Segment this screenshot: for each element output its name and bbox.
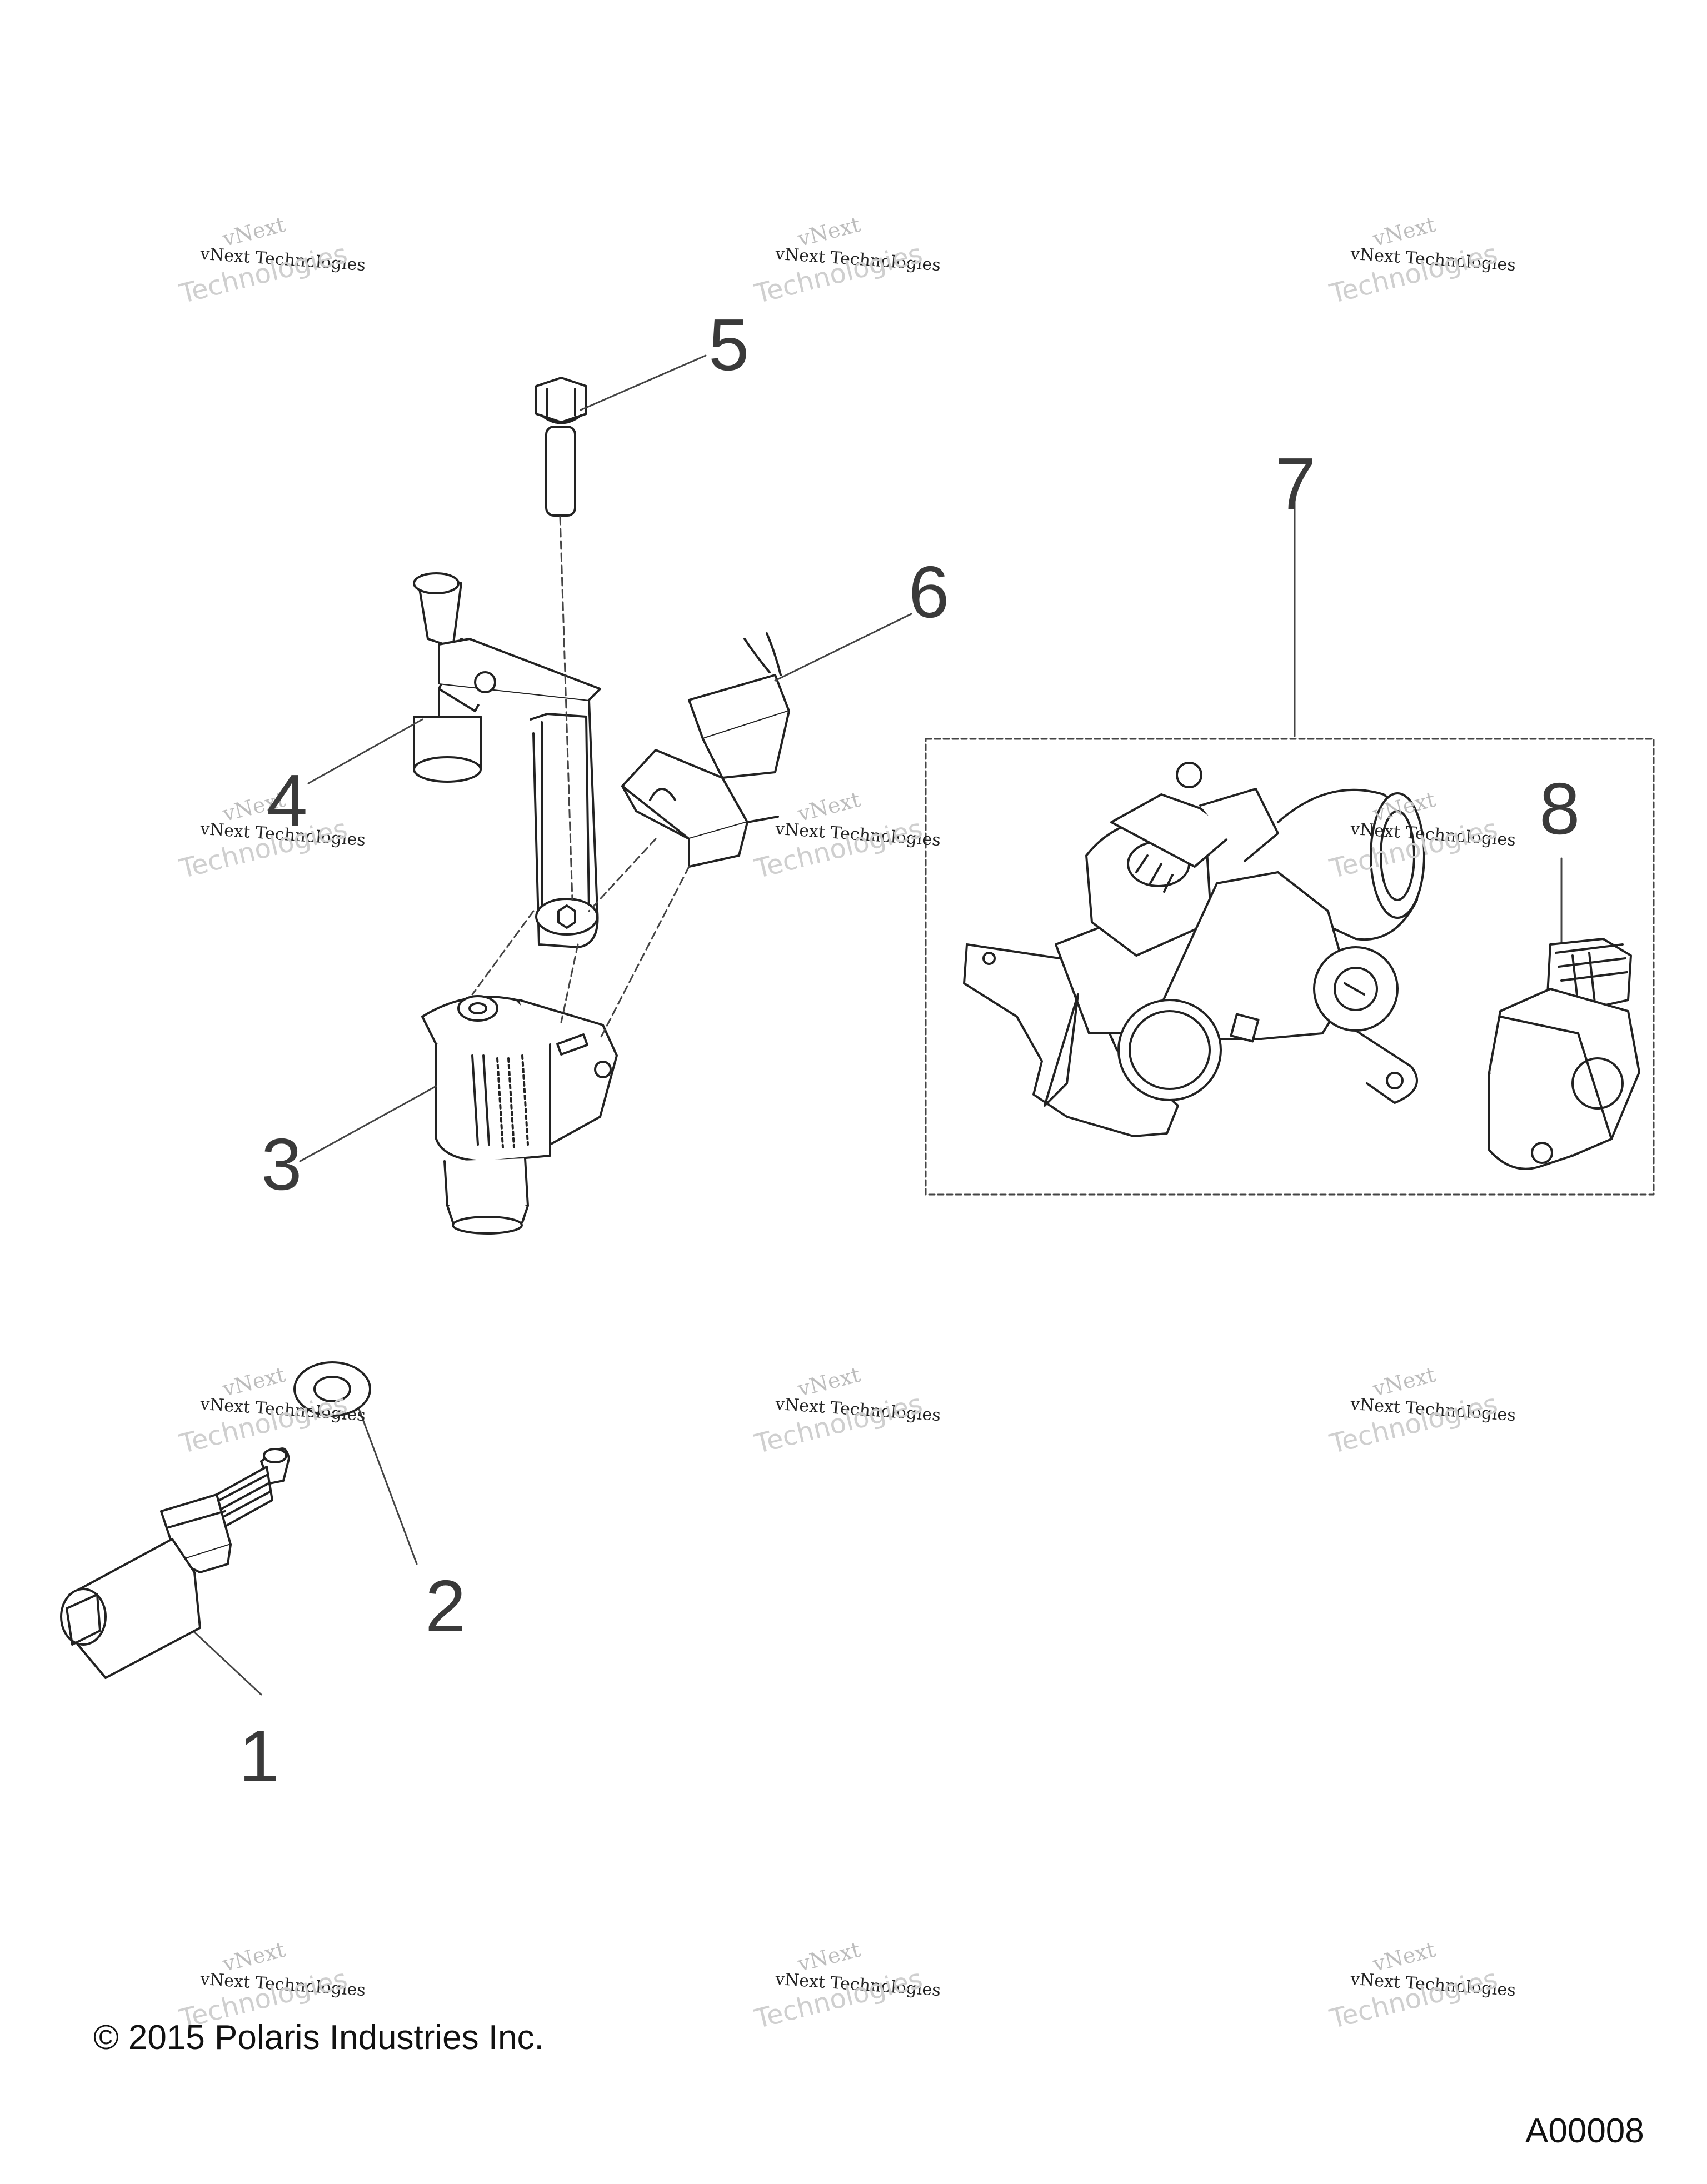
assembly-lines [471, 516, 690, 1040]
callout-4: 4 [267, 759, 308, 841]
throttle-body-part-7 [963, 762, 1425, 1137]
callout-7: 7 [1275, 443, 1316, 524]
callout-3: 3 [261, 1123, 302, 1205]
callout-8: 8 [1539, 768, 1580, 849]
bolt-part-5 [535, 377, 587, 517]
washer-part-2 [293, 1361, 371, 1417]
tps-sensor-part-8 [1488, 938, 1640, 1170]
callout-1: 1 [239, 1715, 280, 1797]
temp-sensor-part-1 [60, 1447, 290, 1679]
callout-5: 5 [708, 304, 750, 386]
figure-code: A00008 [1525, 2112, 1644, 2150]
assembly-box-part-7 [925, 738, 1655, 1196]
sensor-part-6 [621, 632, 790, 868]
leader-lines [174, 354, 1563, 1696]
callout-6: 6 [909, 551, 950, 633]
fuel-rail-part-4 [413, 572, 601, 948]
callout-2: 2 [425, 1565, 466, 1647]
fuel-injector-part-3 [421, 995, 618, 1235]
copyright-text: © 2015 Polaris Industries Inc. [93, 2018, 544, 2057]
